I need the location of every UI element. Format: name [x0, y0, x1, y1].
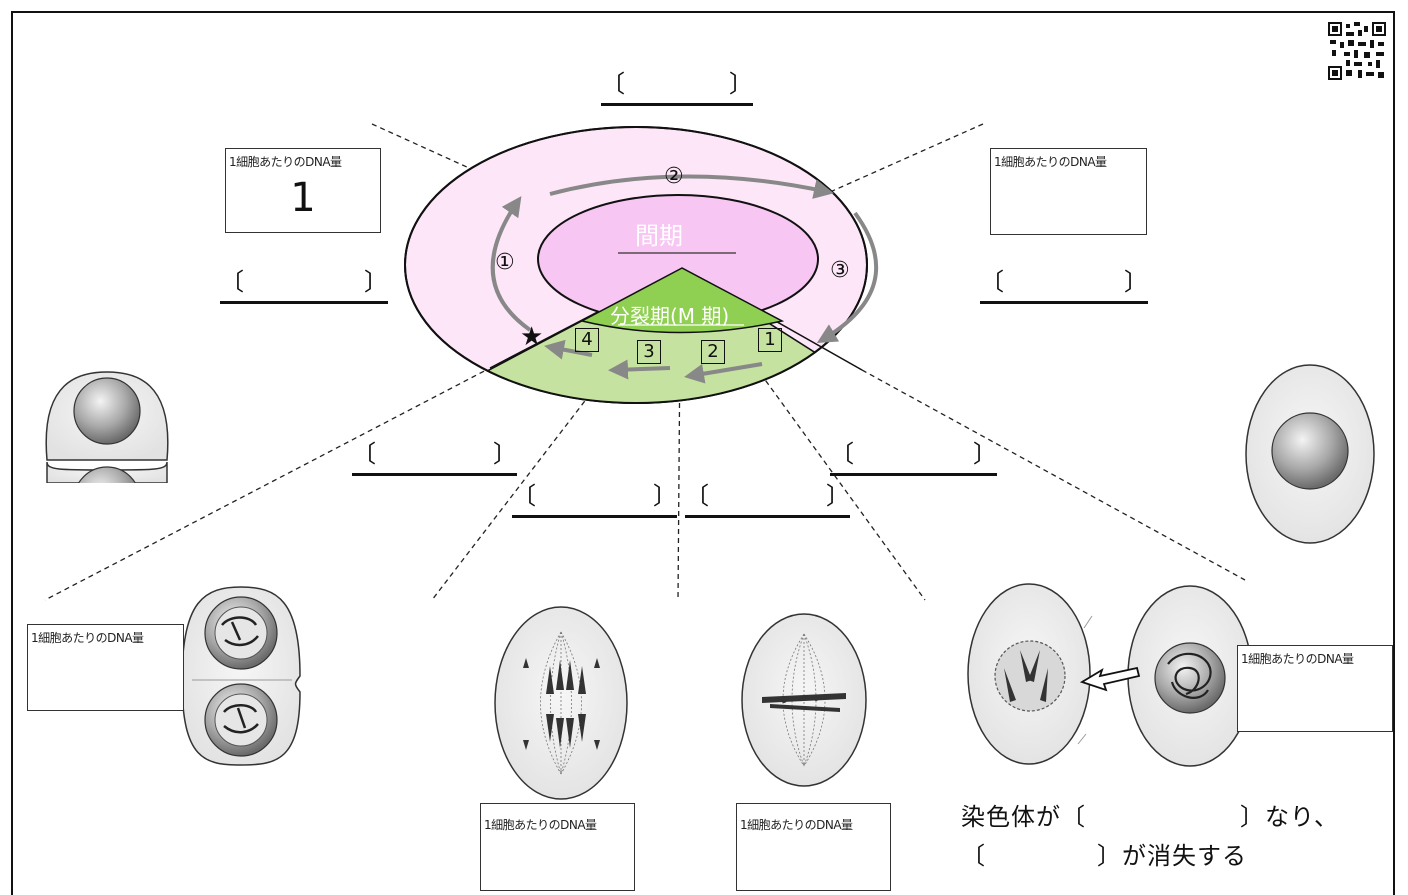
answer-blank-telophase[interactable]: 〔〕 [352, 440, 517, 476]
dna-box-top-left[interactable]: 1細胞あたりのDNA量 1 [225, 148, 381, 233]
dna-box-top-right[interactable]: 1細胞あたりのDNA量 [990, 148, 1147, 235]
mitosis-step-1: 1 [758, 328, 782, 352]
sentence-line2-end: 〕が消失する [1097, 842, 1247, 870]
anaphase-cell [494, 606, 628, 800]
metaphase-cell [741, 613, 867, 787]
dna-box-anaphase[interactable]: 1細胞あたりのDNA量 [480, 803, 635, 891]
dna-box-label: 1細胞あたりのDNA量 [484, 818, 597, 832]
dna-box-label: 1細胞あたりのDNA量 [740, 818, 853, 832]
step-2-label: ② [664, 164, 684, 189]
sentence-line1-start: 染色体が〔 [961, 803, 1086, 831]
interphase-label: 間期 [635, 222, 683, 250]
dna-box-bottom-left[interactable]: 1細胞あたりのDNA量 [27, 624, 184, 711]
step-1-label: ① [495, 250, 515, 275]
cycle-arrows [490, 174, 879, 384]
sentence-line1-end: 〕なり、 [1240, 803, 1340, 831]
guide-lines [44, 123, 1246, 601]
page-frame [11, 11, 1395, 895]
dna-box-bottom-right[interactable]: 1細胞あたりのDNA量 [1237, 645, 1393, 732]
telophase-cell [181, 586, 301, 766]
mitosis-step-2: 2 [701, 340, 725, 364]
dna-box-metaphase[interactable]: 1細胞あたりのDNA量 [736, 803, 891, 891]
answer-blank-left[interactable]: 〔〕 [220, 268, 388, 304]
dna-box-label: 1細胞あたりのDNA量 [994, 155, 1107, 169]
dna-box-label: 1細胞あたりのDNA量 [1241, 652, 1354, 666]
qr-code-icon [1328, 22, 1386, 80]
mitosis-core [579, 267, 785, 334]
prophase-cell [967, 583, 1093, 765]
answer-blank-anaphase[interactable]: 〔〕 [512, 482, 677, 518]
cytokinesis-cell [45, 371, 169, 483]
early-prophase-cell [1127, 585, 1253, 767]
step-3-label: ③ [830, 258, 850, 283]
answer-blank-prophase[interactable]: 〔〕 [830, 440, 997, 476]
interphase-cell [1245, 364, 1375, 544]
answer-blank-right[interactable]: 〔〕 [980, 268, 1148, 304]
mitosis-step-4: 4 [575, 328, 599, 352]
answer-blank-metaphase[interactable]: 〔〕 [685, 482, 850, 518]
mitosis-label: 分裂期(M 期) [610, 304, 730, 328]
mitosis-step-3: 3 [637, 340, 661, 364]
hollow-arrow-icon [1079, 666, 1141, 692]
dna-box-value: 1 [290, 175, 316, 221]
dna-box-label: 1細胞あたりのDNA量 [31, 631, 144, 645]
sentence-line2-start: 〔 [961, 842, 986, 870]
dna-box-label: 1細胞あたりのDNA量 [229, 155, 342, 169]
answer-blank-top[interactable]: 〔〕 [601, 70, 753, 106]
star-icon: ★ [520, 322, 544, 352]
